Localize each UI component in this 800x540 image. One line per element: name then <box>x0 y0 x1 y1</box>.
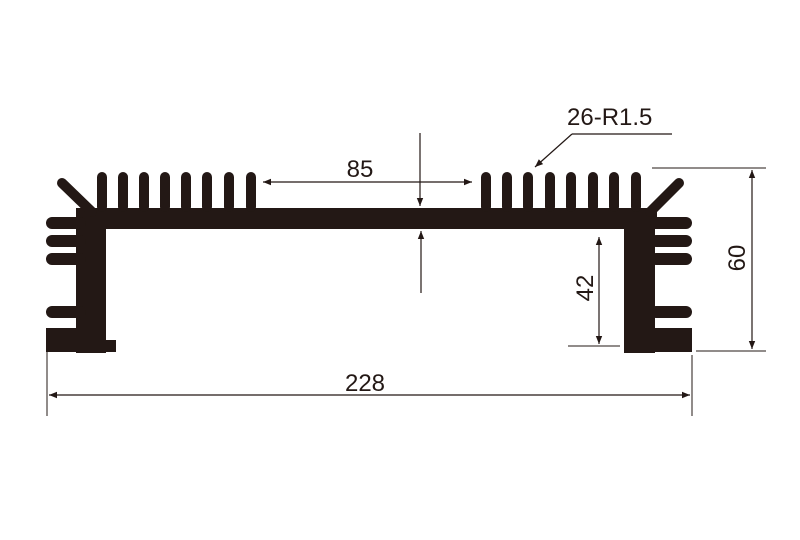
right-side-fins <box>624 217 692 352</box>
base-plate <box>97 208 657 229</box>
dimension-overall-height: 60 <box>652 167 766 352</box>
left-top-fins <box>97 172 256 212</box>
heatsink-profile <box>46 172 692 353</box>
dim-label-fin-radius: 26-R1.5 <box>567 104 652 131</box>
dimension-overall-width: 228 <box>46 352 693 416</box>
dimension-inner-height: 42 <box>568 237 620 347</box>
dim-label-overall-width: 228 <box>345 370 385 397</box>
left-side-fins <box>46 217 116 352</box>
left-diagonal-fin <box>57 178 97 217</box>
right-diagonal-fin <box>645 178 684 217</box>
dimension-center-gap: 85 <box>263 156 472 186</box>
dimension-base-thickness <box>416 133 425 293</box>
dim-label-inner-height: 42 <box>572 275 599 302</box>
dim-label-overall-height: 60 <box>724 245 751 272</box>
dimension-fin-radius: 26-R1.5 <box>534 104 672 168</box>
dim-label-center-gap: 85 <box>347 156 374 183</box>
right-wall <box>624 208 655 353</box>
right-top-fins <box>481 172 641 212</box>
